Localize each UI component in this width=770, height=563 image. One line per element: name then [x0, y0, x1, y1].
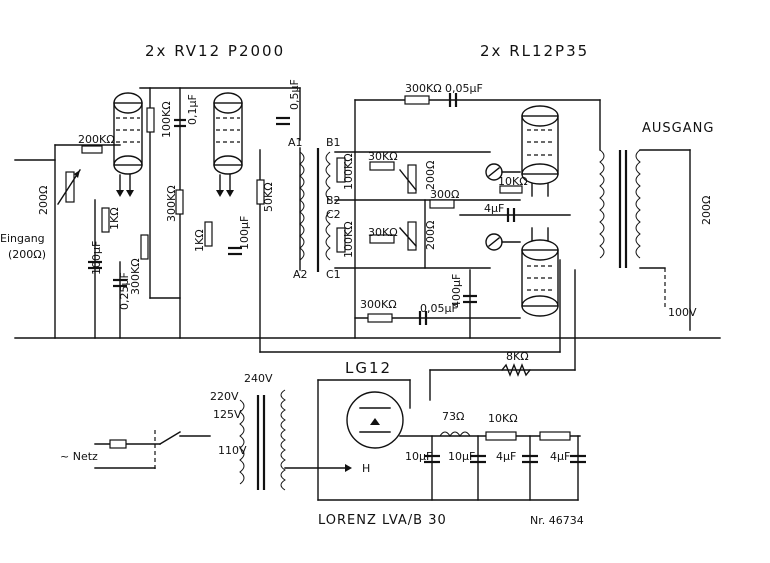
- output-100v-label: 100V: [668, 306, 697, 319]
- grid-resistor-1-label: 200KΩ: [78, 133, 115, 146]
- cap-400uf-label: 400μF: [450, 274, 463, 308]
- label-c1: C1: [326, 268, 341, 281]
- cathode-resistor-2-label: 1KΩ: [193, 229, 206, 252]
- label-c2: C2: [326, 208, 341, 221]
- screen-resistor-2: [256, 179, 265, 205]
- grid-resistor-bottom: [369, 234, 395, 244]
- balance-resistor-label: 300Ω: [430, 188, 459, 201]
- mains-input: ~ Netz: [60, 430, 211, 470]
- tap-125v: 125V: [213, 408, 242, 421]
- resistor-8k: 8KΩ: [429, 269, 576, 401]
- interstage-transformer: A1 A2 B1 B2 C2 C1: [288, 136, 341, 281]
- power-tube-top: [521, 105, 559, 197]
- feedback-cap-top-label: 0,05μF: [445, 82, 483, 95]
- feedback-resistor-bottom: [367, 313, 393, 323]
- preamp-tube-2: [213, 92, 243, 197]
- feedback-resistor-bottom-label: 300KΩ: [360, 298, 397, 311]
- coupling-cap-1-label: 0,1μF: [186, 94, 199, 125]
- choke-label: 73Ω: [442, 410, 464, 423]
- label-a2: A2: [293, 268, 308, 281]
- output-cap-2-label: 0,5μF: [288, 79, 301, 110]
- stage-1-components: 1KΩ 100μF 0,25μF 300KΩ 100KΩ 0,1μF: [88, 94, 199, 339]
- serial-label: Nr. 46734: [530, 514, 584, 527]
- plate-resistor-1b-label: 100KΩ: [160, 101, 173, 138]
- tap-240v: 240V: [244, 372, 273, 385]
- grid-resistor-2: [175, 189, 184, 215]
- grid-resistor-2-label: 300KΩ: [165, 185, 178, 222]
- filter-cap-4-label: 4μF: [550, 450, 570, 463]
- meters: 10KΩ 4μF: [459, 163, 571, 251]
- heater-label: H: [362, 462, 370, 475]
- plate-resistor-1-label: 300KΩ: [129, 258, 142, 295]
- feedback-network-top: 300KΩ 0,05μF: [354, 82, 601, 339]
- grid-resistor-1: [81, 145, 103, 154]
- label-b1: B1: [326, 136, 341, 149]
- cathode-resistor-1: [101, 207, 110, 233]
- tap-110v: 110V: [218, 444, 247, 457]
- power-grid-network: 100KΩ 30KΩ 200Ω 100KΩ 30KΩ 200Ω 300Ω: [334, 150, 521, 269]
- pot-bottom: [407, 221, 417, 251]
- power-transformer: 240V 220V 125V 110V H: [210, 372, 370, 491]
- cathode-cap-1-label: 100μF: [90, 241, 103, 275]
- filter-resistor-1: [485, 431, 517, 441]
- input-impedance-label: (200Ω): [8, 248, 46, 261]
- cathode-resistor-top: [499, 185, 523, 194]
- power-supply-filter: 73Ω 10KΩ 10μF 10μF 4μF 4μF: [317, 410, 586, 501]
- output-load-label: 200Ω: [700, 196, 713, 225]
- grid-resistor-bottom-label: 30KΩ: [368, 226, 398, 239]
- cathode-cap-2-label: 100μF: [238, 216, 251, 250]
- preamp-tube-title: 2x RV12 P2000: [145, 42, 285, 60]
- output-transformer: AUSGANG 200Ω 100V: [599, 99, 714, 331]
- filter-resistor-2: [539, 431, 571, 441]
- grid-resistor-top: [369, 161, 395, 171]
- feedback-resistor-top-label: 300KΩ: [405, 82, 442, 95]
- plate-resistor-1b: [146, 107, 155, 133]
- pot-bottom-label: 200Ω: [424, 221, 437, 250]
- feedback-cap-bottom-label: 0,05μF: [420, 302, 458, 315]
- input-stage: 200Ω Eingang (200Ω) 200KΩ: [0, 133, 121, 339]
- cathode-cap-1b-label: 0,25μF: [118, 272, 131, 310]
- resistor-8k-label: 8KΩ: [506, 350, 529, 363]
- label-a1: A1: [288, 136, 303, 149]
- mains-label: ~ Netz: [60, 450, 98, 463]
- screen-resistor-2-label: 50KΩ: [262, 182, 275, 212]
- pot-top-label: 200Ω: [424, 161, 437, 190]
- input-label: Eingang: [0, 232, 45, 245]
- filter-cap-3-label: 4μF: [496, 450, 516, 463]
- power-tube-bottom: [521, 227, 559, 317]
- grid-leak-c2-label: 100KΩ: [342, 221, 355, 258]
- model-label: LORENZ LVA/B 30: [318, 513, 447, 528]
- power-tube-title: 2x RL12P35: [480, 42, 589, 60]
- stage-2-components: 300KΩ 1KΩ 100μF 50KΩ 0,5μF: [165, 79, 301, 256]
- cathode-resistor-2: [204, 221, 213, 247]
- plate-resistor-1: [140, 234, 149, 260]
- balance-resistor: [429, 199, 455, 209]
- preamp-tube-1: [113, 92, 143, 197]
- fuse: [109, 439, 127, 449]
- label-b2: B2: [326, 194, 341, 207]
- output-label: AUSGANG: [642, 121, 714, 136]
- filter-cap-1-label: 10μF: [405, 450, 432, 463]
- tap-220v: 220V: [210, 390, 239, 403]
- filter-cap-2-label: 10μF: [448, 450, 475, 463]
- grid-leak-c2: [336, 227, 346, 253]
- cathode-resistor-top-label: 10KΩ: [498, 175, 528, 188]
- rectifier-tube: [317, 379, 411, 501]
- grid-leak-b1-label: 100KΩ: [342, 153, 355, 190]
- feedback-resistor-top: [404, 95, 430, 105]
- input-pot-label: 200Ω: [37, 186, 50, 215]
- rectifier-title: LG12: [345, 359, 392, 377]
- input-pot: [65, 171, 75, 203]
- filter-resistor-1-label: 10KΩ: [488, 412, 518, 425]
- grid-leak-b1: [336, 157, 346, 183]
- cap-4uf-mid-label: 4μF: [484, 202, 504, 215]
- feedback-network-bottom: 300KΩ 0,05μF 400μF: [354, 269, 521, 339]
- cathode-resistor-1-label: 1KΩ: [108, 207, 121, 230]
- grid-resistor-top-label: 30KΩ: [368, 150, 398, 163]
